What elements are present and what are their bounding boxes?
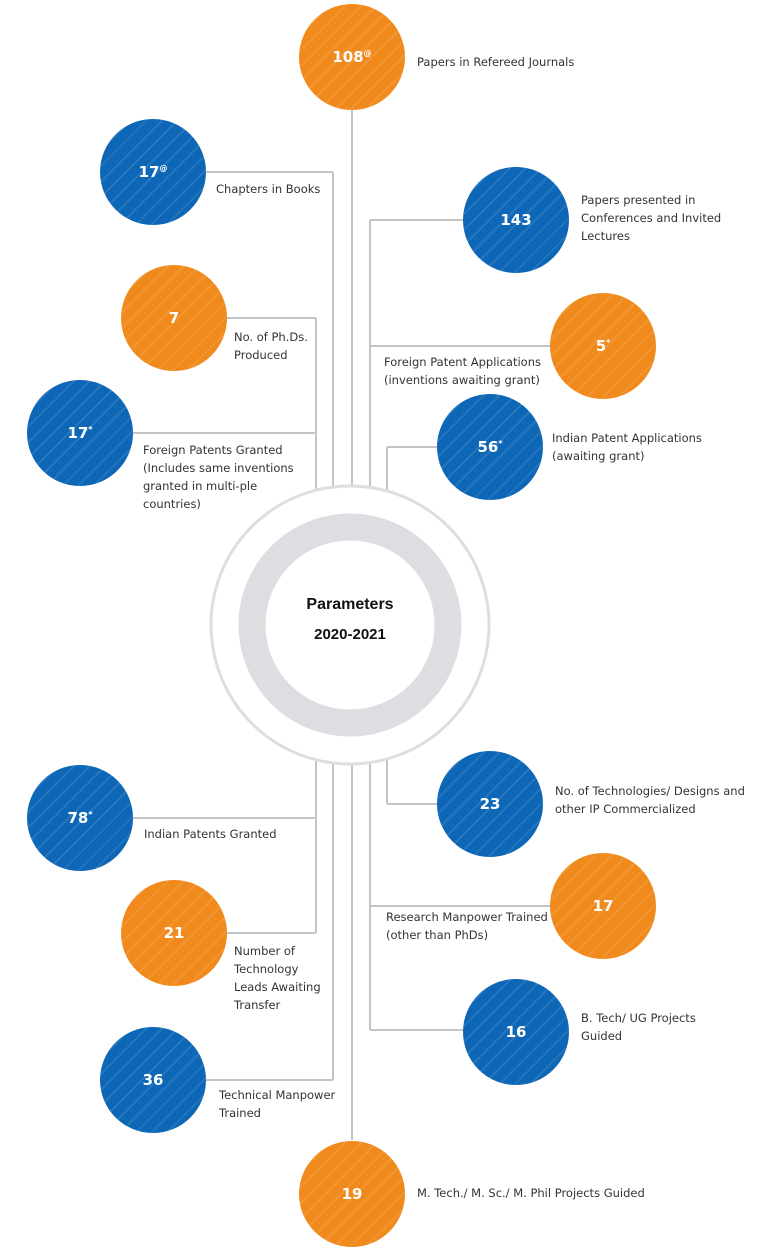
foreign-patents-granted-label-line: countries): [143, 497, 201, 511]
technical-manpower-label-line: Technical Manpower: [219, 1088, 336, 1102]
technical-manpower-circle: 36: [100, 1027, 206, 1133]
indian-patent-applications-label-line: (awaiting grant): [552, 449, 645, 463]
technology-leads-value: 21: [163, 924, 185, 942]
technical-manpower-label-line: Trained: [219, 1106, 261, 1120]
technologies-commercialized-value: 23: [479, 795, 501, 813]
papers-journals-label-line: Papers in Refereed Journals: [417, 55, 575, 69]
technical-manpower-value: 36: [142, 1071, 164, 1089]
mtech-projects-circle: 19: [299, 1141, 405, 1247]
indian-patent-applications-label: Indian Patent Applications (awaiting gran…: [552, 429, 702, 465]
phds-produced-value: 7: [168, 309, 180, 327]
technologies-commercialized-circle: 23: [437, 751, 543, 857]
indian-patents-granted-value: 78*: [67, 809, 93, 827]
chapters-books-marker: @: [159, 164, 168, 173]
papers-conferences-circle: 143: [463, 167, 569, 273]
phds-produced-label: No. of Ph.Ds. Produced: [234, 328, 308, 364]
indian-patents-granted-circle: 78*: [27, 765, 133, 871]
foreign-patent-applications-label: Foreign Patent Applications (inventions a…: [384, 353, 541, 389]
technologies-commercialized-label-line: No. of Technologies/ Designs and: [555, 784, 745, 798]
foreign-patents-granted-label: Foreign Patents Granted (Includes same in…: [143, 441, 294, 513]
papers-journals-value: 108@: [332, 48, 372, 66]
phds-produced-label-line: No. of Ph.Ds.: [234, 330, 308, 344]
papers-conferences-label: Papers presented in Conferences and Invit…: [581, 191, 721, 245]
papers-journals-label: Papers in Refereed Journals: [417, 53, 574, 71]
technology-leads-label-line: Transfer: [234, 998, 281, 1012]
indian-patent-applications-value: 56*: [477, 438, 503, 456]
papers-journals-circle: 108@: [299, 4, 405, 110]
chapters-books-label-line: Chapters in Books: [216, 182, 321, 196]
btech-projects-label-line: B. Tech/ UG Projects: [581, 1011, 696, 1025]
foreign-patents-granted-circle: 17*: [27, 380, 133, 486]
btech-projects-label-line: Guided: [581, 1029, 623, 1043]
foreign-patent-applications-marker: *: [606, 338, 611, 347]
indian-patent-applications-circle: 56*: [437, 394, 543, 500]
papers-conferences-value: 143: [500, 211, 532, 229]
foreign-patents-granted-value: 17*: [67, 424, 93, 442]
papers-conferences-label-line: Papers presented in: [581, 193, 696, 207]
chapters-books-value: 17@: [138, 163, 168, 181]
papers-conferences-label-line: Conferences and Invited: [581, 211, 722, 225]
foreign-patent-applications-label-line: (inventions awaiting grant): [384, 373, 540, 387]
foreign-patent-applications-value: 5*: [595, 337, 611, 355]
technologies-commercialized-label: No. of Technologies/ Designs and other IP…: [555, 782, 745, 818]
chapters-books-label: Chapters in Books: [216, 180, 320, 198]
mtech-projects-label: M. Tech./ M. Sc./ M. Phil Projects Guide…: [417, 1184, 645, 1202]
research-manpower-label-line: Research Manpower Trained: [386, 910, 548, 924]
chapters-books-circle: 17@: [100, 119, 206, 225]
foreign-patents-granted-label-line: (Includes same inventions: [143, 461, 294, 475]
indian-patents-granted-label: Indian Patents Granted: [144, 825, 277, 843]
center-inner-ring: [238, 513, 462, 737]
technology-leads-label-line: Number of: [234, 944, 295, 958]
technology-leads-label-line: Leads Awaiting: [234, 980, 321, 994]
indian-patents-granted-label-line: Indian Patents Granted: [144, 827, 277, 841]
foreign-patent-applications-label-line: Foreign Patent Applications: [384, 355, 541, 369]
research-manpower-circle: 17: [550, 853, 656, 959]
indian-patents-granted-marker: *: [88, 810, 93, 819]
mtech-projects-label-line: M. Tech./ M. Sc./ M. Phil Projects Guide…: [417, 1186, 645, 1200]
foreign-patents-granted-label-line: Foreign Patents Granted: [143, 443, 283, 457]
papers-conferences-label-line: Lectures: [581, 229, 630, 243]
mtech-projects-value: 19: [341, 1185, 363, 1203]
research-manpower-label-line: (other than PhDs): [386, 928, 489, 942]
phds-produced-circle: 7: [121, 265, 227, 371]
papers-journals-marker: @: [363, 49, 372, 58]
technology-leads-label-line: Technology: [234, 962, 299, 976]
phds-produced-label-line: Produced: [234, 348, 288, 362]
indian-patent-applications-marker: *: [498, 439, 503, 448]
research-manpower-value: 17: [592, 897, 614, 915]
indian-patent-applications-label-line: Indian Patent Applications: [552, 431, 702, 445]
foreign-patents-granted-label-line: granted in multi-ple: [143, 479, 258, 493]
foreign-patent-applications-circle: 5*: [550, 293, 656, 399]
btech-projects-circle: 16: [463, 979, 569, 1085]
center-title: Parameters: [306, 596, 394, 613]
center-subtitle: 2020-2021: [314, 626, 386, 643]
foreign-patents-granted-marker: *: [88, 425, 93, 434]
btech-projects-value: 16: [505, 1023, 527, 1041]
technology-leads-circle: 21: [121, 880, 227, 986]
technologies-commercialized-label-line: other IP Commercialized: [555, 802, 696, 816]
research-manpower-label: Research Manpower Trained (other than PhD…: [386, 908, 548, 944]
